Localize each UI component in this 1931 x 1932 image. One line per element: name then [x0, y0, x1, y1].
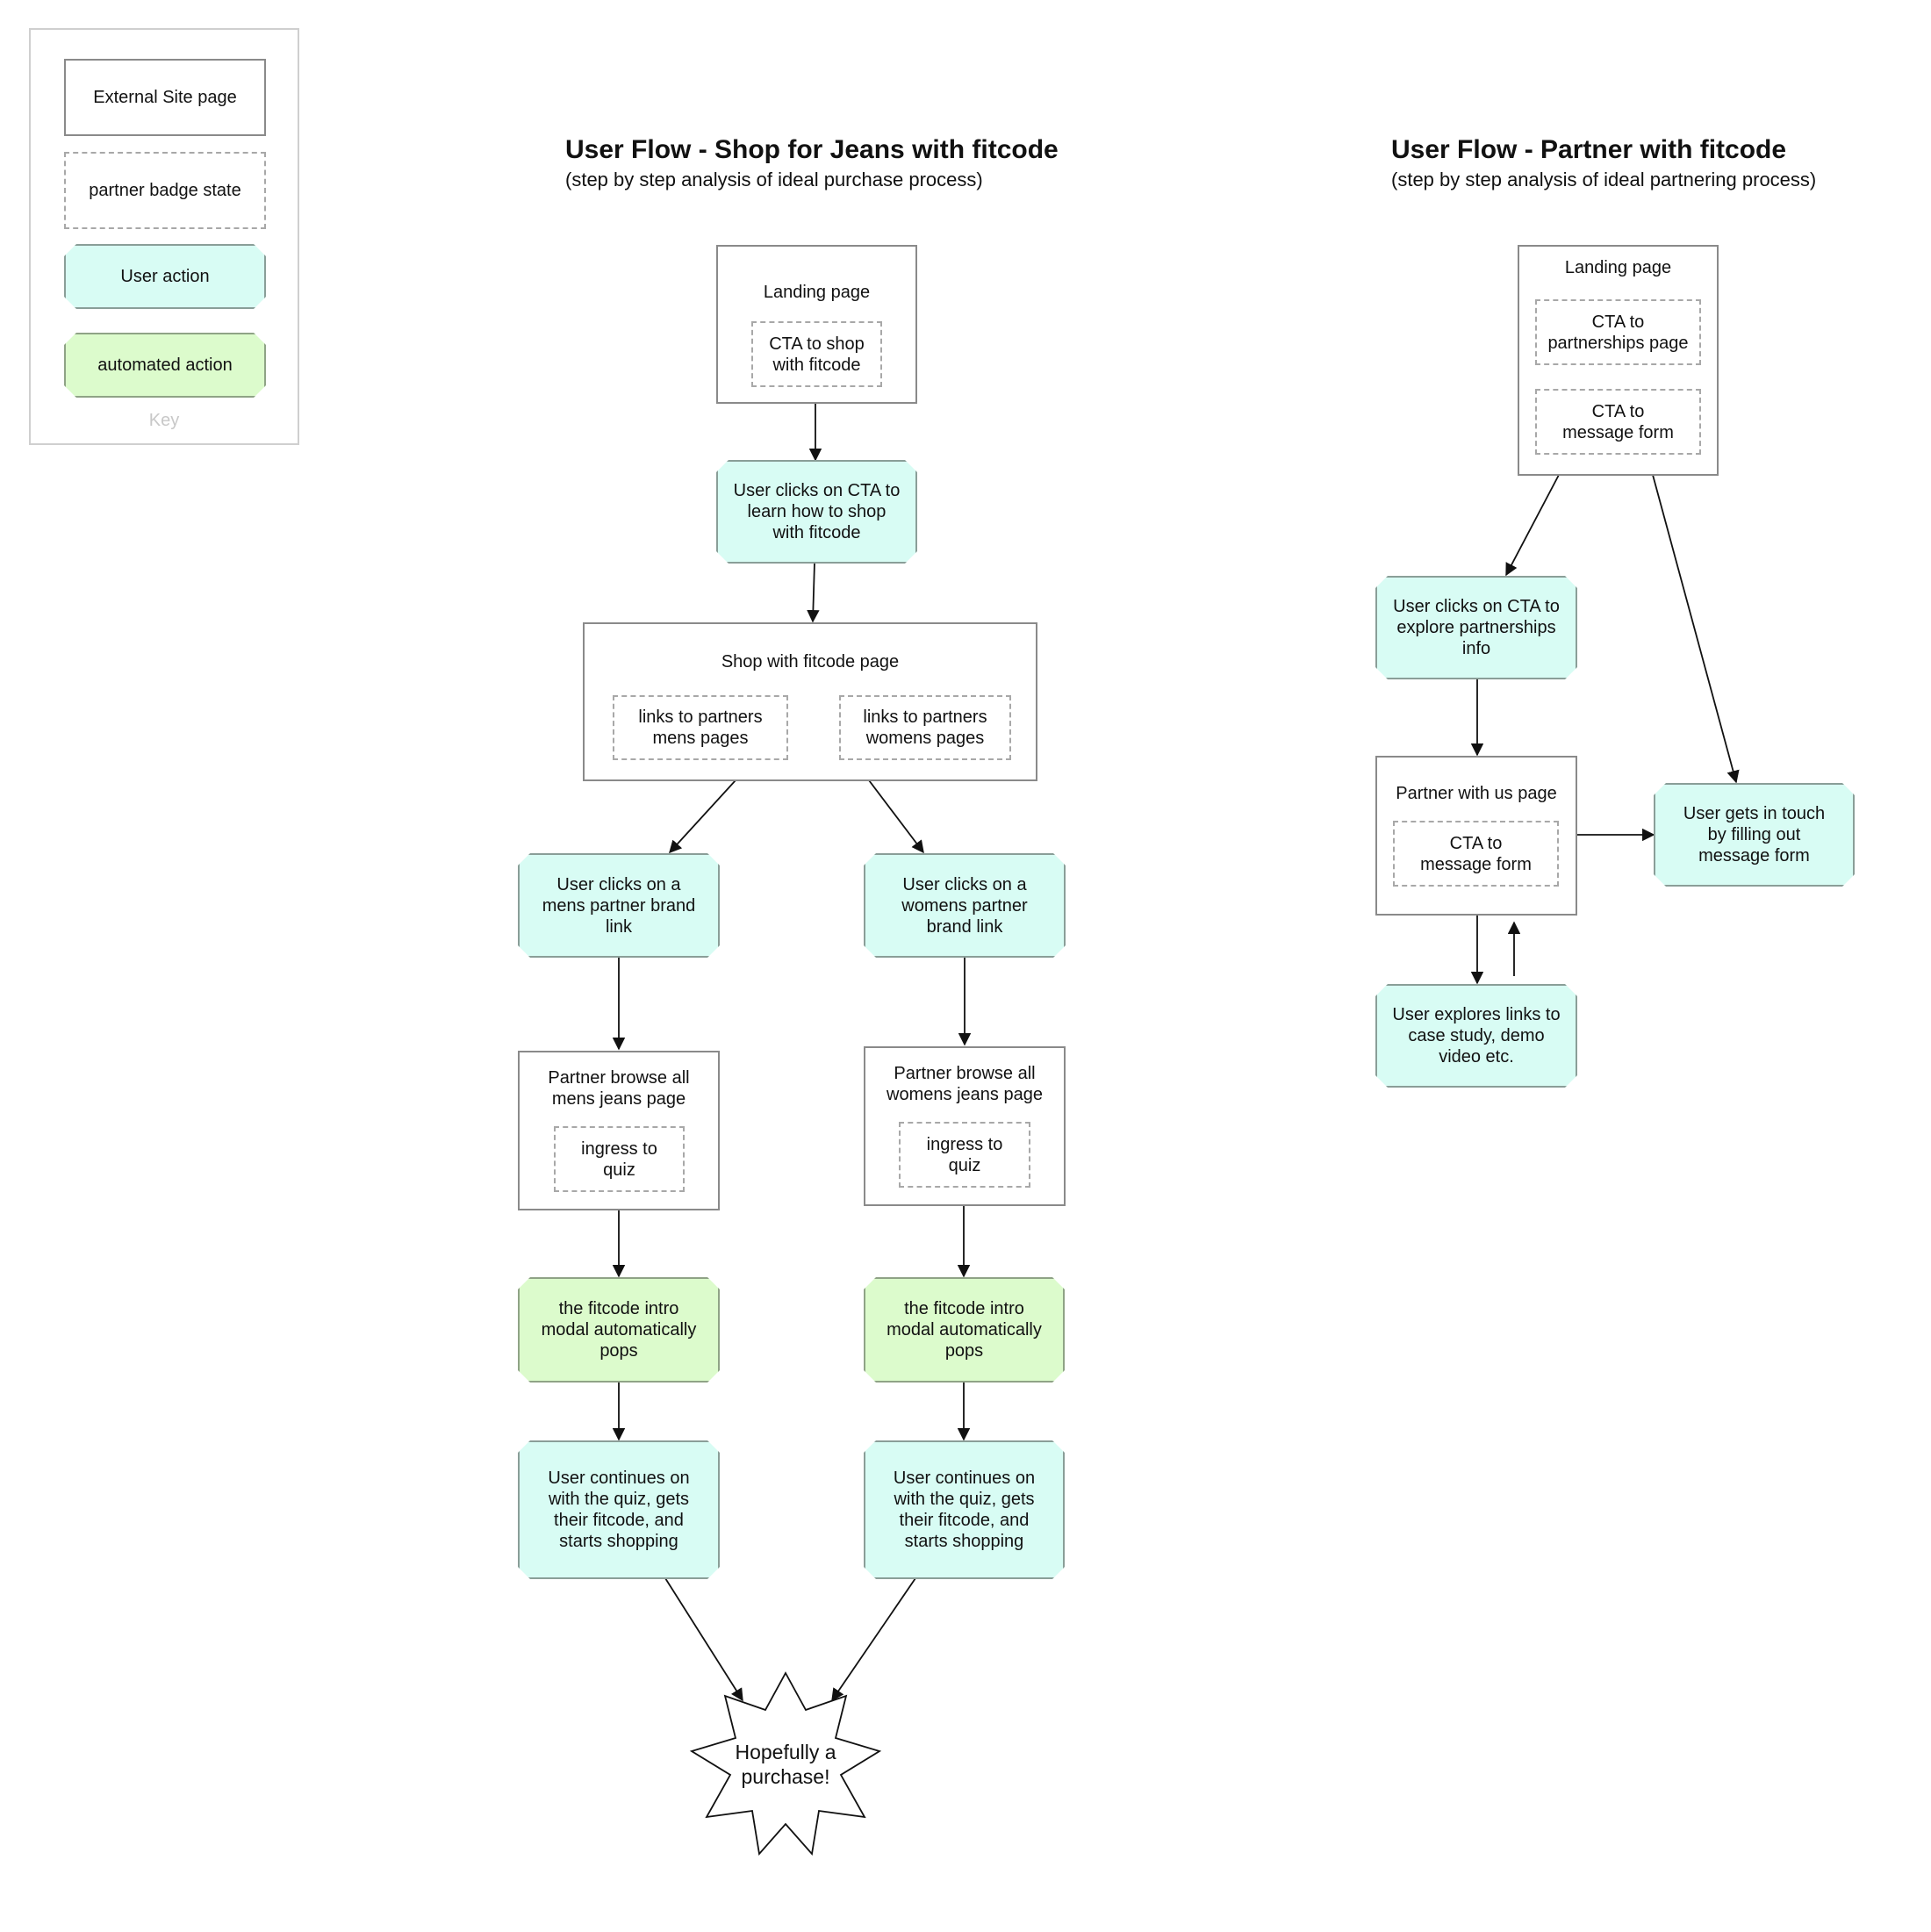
arrow-womens-continue-to-purchase	[831, 1577, 916, 1702]
key-caption: Key	[148, 411, 180, 430]
browse-mens-page-label: Partner browse all mens jeans page	[548, 1068, 690, 1109]
arrow-plp-to-touch	[1652, 474, 1740, 784]
partner-flow-title: User Flow - Partner with fitcode	[1391, 135, 1787, 164]
key-user-action: User action	[64, 244, 266, 309]
key-automated-action: automated action	[64, 333, 266, 398]
partner-cta-message-badge: CTA to message form	[1393, 821, 1559, 887]
shop-with-fitcode-page-label: Shop with fitcode page	[721, 652, 900, 672]
click-explore-partnerships: User clicks on CTA to explore partnershi…	[1375, 576, 1577, 679]
cta-partnerships-badge: CTA to partnerships page	[1535, 299, 1701, 365]
browse-womens-page-label: Partner browse all womens jeans page	[887, 1064, 1043, 1104]
continue-mens: User continues on with the quiz, gets th…	[518, 1440, 720, 1579]
modal-mens: the fitcode intro modal automatically po…	[518, 1277, 720, 1383]
cta-message-form-badge: CTA to message form	[1535, 389, 1701, 455]
purchase-starburst-shape	[689, 1671, 882, 1857]
arrow-plp-to-explore	[1505, 474, 1560, 577]
partner-flow-subtitle: (step by step analysis of ideal partneri…	[1391, 169, 1817, 190]
partner-landing-page-label: Landing page	[1564, 258, 1672, 277]
shop-landing-page-label: Landing page	[763, 283, 871, 302]
shop-click-cta-learn: User clicks on CTA to learn how to shop …	[716, 460, 917, 564]
key-partner-badge-state: partner badge state	[64, 152, 266, 229]
shop-flow-subtitle: (step by step analysis of ideal purchase…	[565, 169, 983, 190]
explore-links: User explores links to case study, demo …	[1375, 984, 1577, 1088]
arrow-mens-continue-to-purchase	[664, 1577, 743, 1702]
continue-womens: User continues on with the quiz, gets th…	[864, 1440, 1065, 1579]
ingress-quiz-womens-badge: ingress to quiz	[899, 1122, 1030, 1188]
shop-flow-title: User Flow - Shop for Jeans with fitcode	[565, 135, 1059, 164]
key-external-site-page: External Site page	[64, 59, 266, 136]
purchase-starburst	[689, 1671, 882, 1857]
links-mens-badge: links to partners mens pages	[613, 695, 788, 760]
get-in-touch: User gets in touch by filling out messag…	[1654, 783, 1855, 887]
arrow-shop-to-womens	[868, 779, 924, 854]
arrow-click-to-shop	[807, 562, 820, 623]
modal-womens: the fitcode intro modal automatically po…	[864, 1277, 1065, 1383]
partner-with-us-page-label: Partner with us page	[1396, 784, 1557, 803]
shop-cta-badge: CTA to shop with fitcode	[751, 321, 882, 387]
click-womens-brand: User clicks on a womens partner brand li…	[864, 853, 1066, 958]
purchase-label: Hopefully a purchase!	[735, 1741, 836, 1788]
links-womens-badge: links to partners womens pages	[839, 695, 1011, 760]
ingress-quiz-mens-badge: ingress to quiz	[554, 1126, 685, 1192]
arrow-shop-to-mens	[669, 779, 736, 854]
click-mens-brand: User clicks on a mens partner brand link	[518, 853, 720, 958]
